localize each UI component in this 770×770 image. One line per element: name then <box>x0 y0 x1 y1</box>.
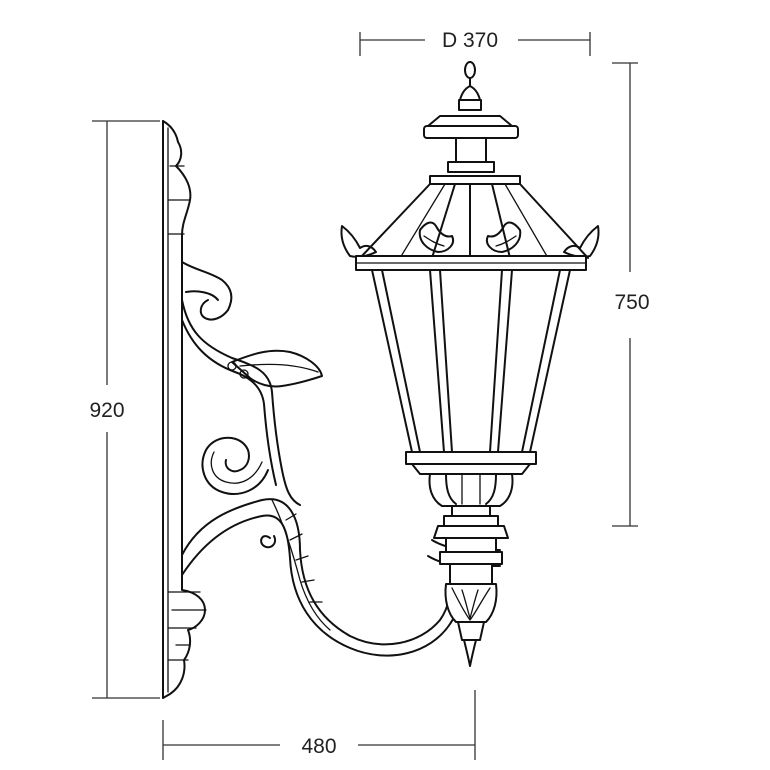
lantern-height-dimension: 750 <box>612 62 650 527</box>
total-height-dimension: 920 <box>89 120 160 699</box>
lantern-roof <box>340 175 600 259</box>
lantern-finial <box>423 61 519 173</box>
wall-plate <box>162 120 207 699</box>
lantern-height-label: 750 <box>614 291 649 314</box>
diameter-label: D 370 <box>442 29 498 52</box>
lantern-base <box>428 473 514 667</box>
projection-dimension: 480 <box>162 690 476 760</box>
projection-label: 480 <box>301 735 336 758</box>
lantern-body <box>355 255 587 475</box>
diameter-dimension: D 370 <box>359 29 591 56</box>
bracket-arm <box>181 261 501 657</box>
total-height-label: 920 <box>89 399 124 422</box>
